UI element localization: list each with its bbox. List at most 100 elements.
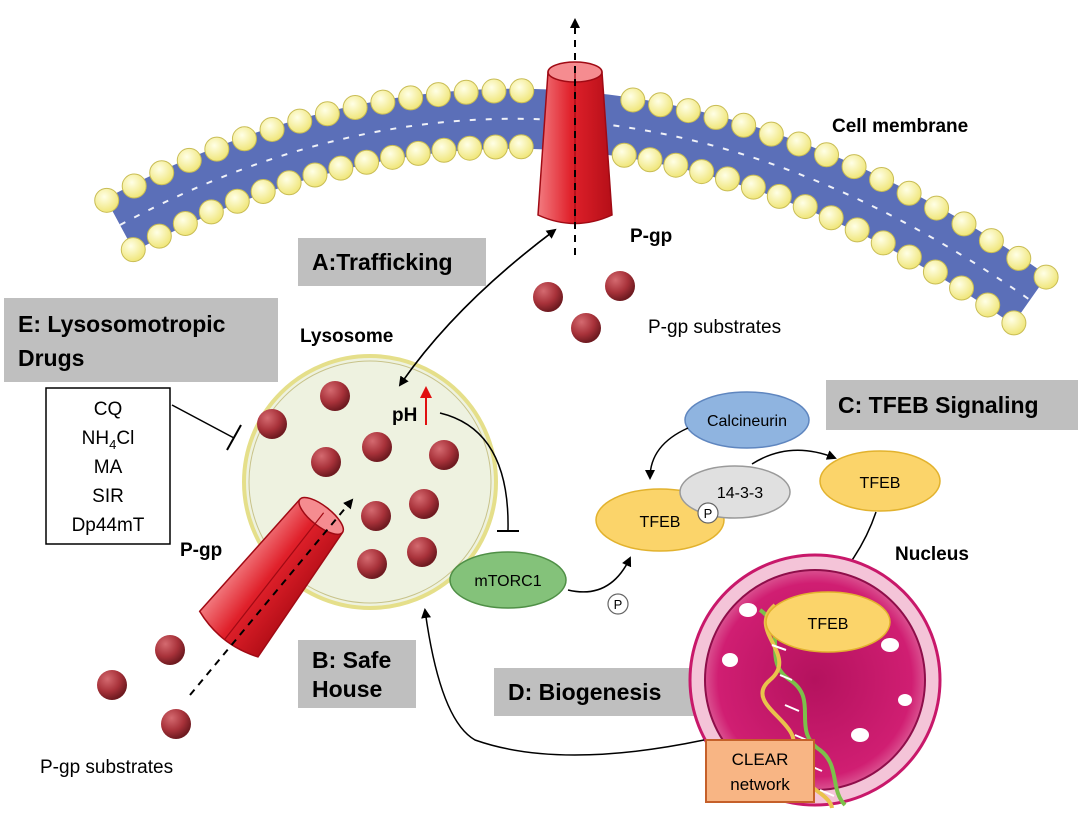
mtorc1-to-tfeb-arrow [567,556,632,593]
lipid-head [740,174,766,200]
svg-text:mTORC1: mTORC1 [474,573,541,590]
biogenesis-arrow [421,608,705,756]
membrane-inner-lines [119,117,1031,301]
svg-text:Drugs: Drugs [18,345,84,371]
lipid-head [922,259,948,285]
ph-label: pH [392,405,417,426]
lipid-head [637,147,663,173]
lipid-head [379,144,405,170]
lipid-head [204,136,230,162]
lipid-head [328,155,354,181]
lipid-head [924,195,950,221]
svg-text:A:Trafficking: A:Trafficking [312,249,453,275]
lipid-head [481,78,507,104]
box-biogenesis: D: Biogenesis [494,668,698,716]
lipid-head [509,78,535,104]
pgp-substrates-bottom-label: P-gp substrates [40,757,173,778]
lipid-head [370,89,396,115]
lipid-head [224,188,250,214]
pgp-lysosome-flux [189,498,354,696]
lipid-head [689,159,715,185]
lipid-head [146,223,172,249]
lipid-head [482,134,508,160]
lipid-head [508,134,534,160]
lipid-head [149,160,175,186]
lipid-head [121,173,147,199]
pgp-substrates-bottom [97,635,191,739]
phospho-badge-mtorc1: P [607,593,629,615]
ph-up-arrow [420,386,432,425]
lipid-head [731,112,757,138]
pgp-substrates-top [533,271,635,343]
drug-sir: SIR [92,486,124,507]
svg-text:E: Lysosomotropic: E: Lysosomotropic [18,311,226,337]
phospho-badge-tfeb: P [697,502,719,524]
svg-text:TFEB: TFEB [860,475,901,492]
lipid-head [250,179,276,205]
lipid-head [457,135,483,161]
lysosome-substrates [257,381,459,579]
lipid-head [703,104,729,130]
lipid-head [276,170,302,196]
lipid-head [198,199,224,225]
drug-dp44mt: Dp44mT [72,515,145,536]
pgp-lysosome-transporter [198,496,345,658]
calcineurin: Calcineurin [684,391,810,449]
lipid-head [354,149,380,175]
lipid-head [896,180,922,206]
lipid-head [786,131,812,157]
svg-text:14-3-3: 14-3-3 [717,485,763,502]
lipid-head [453,79,479,105]
svg-text:P: P [614,597,623,612]
lipid-head [715,166,741,192]
cell-membrane-label: Cell membrane [832,116,968,137]
svg-text:D: Biogenesis: D: Biogenesis [508,679,661,705]
svg-text:House: House [312,676,382,702]
clear-network-box: CLEAR network [705,739,815,803]
lipid-head [314,101,340,127]
lipid-head [259,116,285,142]
lipid-head [648,92,674,118]
lipid-head [231,126,257,152]
svg-text:P: P [704,506,713,521]
lipid-head [398,85,424,111]
tfeb-release-arrow [751,449,837,465]
pgp-membrane-transporter [537,18,613,255]
lipid-head [978,228,1004,254]
lipid-head [620,87,646,113]
svg-text:network: network [730,775,790,794]
svg-text:Calcineurin: Calcineurin [707,413,787,430]
lipid-head [94,187,120,213]
lipid-head [870,230,896,256]
pgp-top-label: P-gp [630,226,672,247]
lipid-head [431,137,457,163]
lipid-head [841,154,867,180]
lipid-head [425,82,451,108]
lipid-head [405,140,431,166]
lipid-head [611,142,637,168]
drug-list-box: CQ NH4Cl MA SIR Dp44mT [45,387,171,545]
lipid-head [766,183,792,209]
lipid-head [1001,310,1027,336]
pgp-substrates-top-label: P-gp substrates [648,317,781,338]
box-lysosomotropic-drugs: E: Lysosomotropic Drugs [4,298,278,382]
drug-ma: MA [94,457,123,478]
trafficking-arrow [398,228,557,387]
box-trafficking: A:Trafficking [298,238,486,286]
lysosome-label: Lysosome [300,326,393,347]
svg-text:C: TFEB Signaling: C: TFEB Signaling [838,392,1039,418]
tfeb-free: TFEB [819,450,941,512]
lipid-head [814,142,840,168]
lipid-head [951,211,977,237]
svg-text:TFEB: TFEB [640,514,681,531]
lipid-head [302,162,328,188]
lipid-head [120,237,146,263]
svg-text:CLEAR: CLEAR [732,750,789,769]
lipid-head [675,98,701,124]
lipid-head [176,147,202,173]
drug-cq: CQ [94,399,123,420]
svg-text:TFEB: TFEB [808,616,849,633]
nucleus-label: Nucleus [895,544,969,565]
lipid-head [975,292,1001,318]
lipid-head [949,275,975,301]
